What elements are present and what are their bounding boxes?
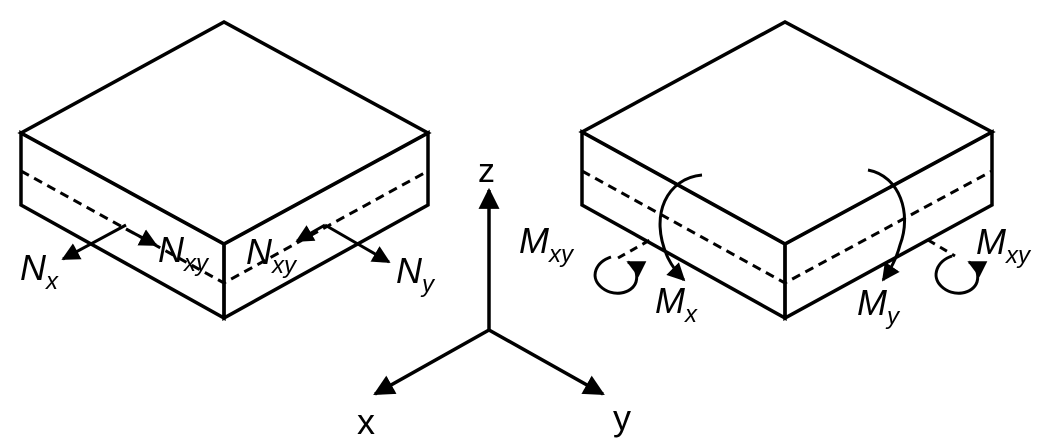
mxy-right-circular-arrow <box>934 254 988 295</box>
y-axis <box>488 328 605 396</box>
nxy-right-label: Nxy <box>246 231 298 279</box>
left-plate <box>17 20 432 321</box>
mx-curved-arrow <box>658 173 703 282</box>
coordinate-axes <box>373 187 605 396</box>
right-plate <box>578 20 996 321</box>
mxy-left-label: Mxy <box>519 220 575 268</box>
right-plate-moment-arrows <box>593 168 988 295</box>
left-plate-right-face <box>222 130 430 321</box>
right-plate-right-face <box>783 129 994 321</box>
nxy-front-arrow <box>125 227 158 247</box>
nxy-front-label: Nxy <box>158 229 210 277</box>
x-axis-label: x <box>357 401 375 442</box>
y-axis-label: y <box>613 397 631 438</box>
ny-label: Ny <box>396 250 436 298</box>
mxy-left-circular-arrow <box>593 255 647 295</box>
right-plate-midplane-line <box>581 169 993 285</box>
my-label: My <box>857 282 901 330</box>
mxy-right-label: Mxy <box>976 221 1032 269</box>
nx-arrow <box>61 223 127 261</box>
ny-arrow <box>324 223 391 264</box>
nx-label: Nx <box>20 247 59 295</box>
mxy-left-axis-dash <box>617 238 651 260</box>
left-plate-top-face <box>17 20 432 246</box>
z-axis-label: z <box>478 152 495 190</box>
x-axis <box>373 328 490 396</box>
left-plate-midplane-line <box>20 169 429 285</box>
left-plate-force-arrows <box>61 223 391 264</box>
nxy-right-arrow <box>295 223 326 243</box>
my-curved-arrow <box>867 168 907 282</box>
right-plate-top-face <box>578 20 996 246</box>
mxy-right-axis-dash <box>927 238 956 258</box>
mx-label: Mx <box>655 280 698 328</box>
